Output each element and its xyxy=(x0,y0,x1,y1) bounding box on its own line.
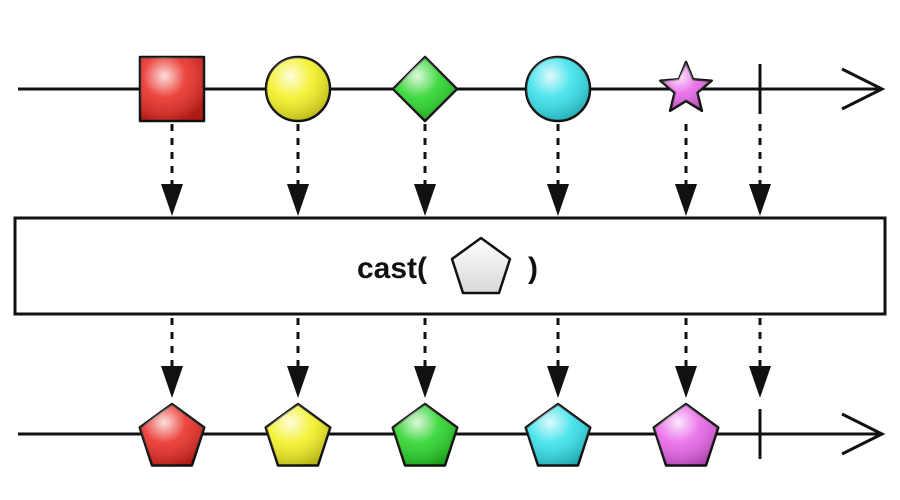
lower-connector-event-2 xyxy=(287,318,309,398)
lower-connector-event-4 xyxy=(547,318,569,398)
lower-connectors xyxy=(161,318,771,398)
operator-suffix: ) xyxy=(528,252,538,285)
input-event-circle-4 xyxy=(524,55,592,123)
operator-box: cast( ) xyxy=(13,216,887,316)
output-event-pentagon-4 xyxy=(524,402,592,467)
lower-connector-event-3 xyxy=(414,318,436,398)
upper-connectors xyxy=(161,124,771,216)
input-event-star-5 xyxy=(659,60,713,113)
input-timeline xyxy=(18,55,886,123)
operator-prefix: cast( xyxy=(357,252,427,285)
output-event-pentagon-5 xyxy=(652,402,720,467)
upper-connector-event-3 xyxy=(414,124,436,216)
upper-connector-completion xyxy=(749,124,771,216)
output-event-pentagon-1 xyxy=(138,402,206,467)
lower-connector-completion xyxy=(749,318,771,398)
output-event-pentagon-2 xyxy=(264,402,332,467)
input-events xyxy=(138,55,713,123)
upper-connector-event-5 xyxy=(675,124,697,216)
pentagon-icon xyxy=(450,236,512,295)
upper-connector-event-4 xyxy=(547,124,569,216)
input-event-diamond-3 xyxy=(391,55,459,123)
output-timeline xyxy=(18,402,886,467)
operator-box-frame xyxy=(13,216,887,316)
input-timeline-arrowhead xyxy=(841,67,886,111)
output-event-pentagon-3 xyxy=(391,402,459,467)
lower-connector-event-1 xyxy=(161,318,183,398)
input-event-square-1 xyxy=(138,55,206,123)
upper-connector-event-2 xyxy=(287,124,309,216)
upper-connector-event-1 xyxy=(161,124,183,216)
output-timeline-arrowhead xyxy=(841,412,886,456)
lower-connector-event-5 xyxy=(675,318,697,398)
input-event-circle-2 xyxy=(264,55,332,123)
output-events xyxy=(138,402,720,467)
